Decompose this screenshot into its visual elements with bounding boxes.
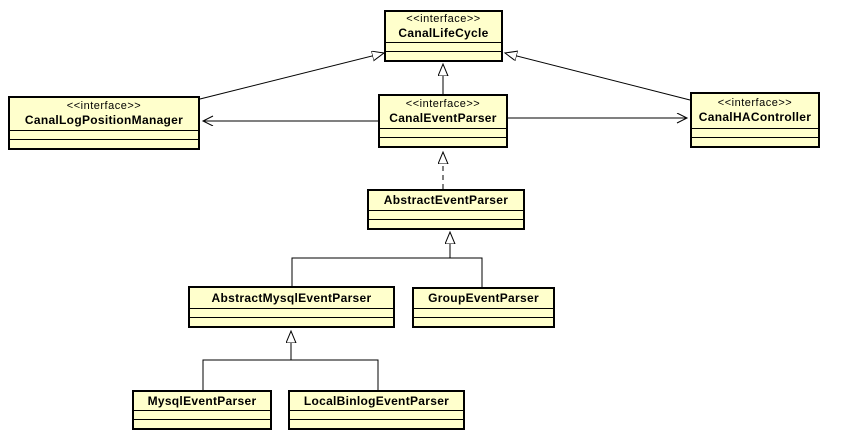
attributes-compartment [190, 308, 393, 317]
attributes-compartment [386, 42, 501, 51]
edge-tree-subclasses-of-abstracteventparser [291, 257, 483, 287]
class-header: <<interface>> CanalHAController [692, 94, 818, 128]
class-header: LocalBinlogEventParser [290, 392, 463, 410]
class-name: CanalLogPositionManager [24, 113, 184, 128]
edge-canalhacontroller-extends-canallifecycle [505, 53, 691, 101]
edge-canallogpositionmanager-extends-canallifecycle [199, 53, 384, 100]
class-header: MysqlEventParser [134, 392, 270, 410]
class-header: <<interface>> CanalLogPositionManager [10, 98, 198, 130]
methods-compartment [10, 139, 198, 148]
attributes-compartment [134, 410, 270, 419]
class-box-abstractmysqleventparser: AbstractMysqlEventParser [188, 286, 395, 328]
class-header: AbstractMysqlEventParser [190, 288, 393, 308]
attributes-compartment [692, 128, 818, 137]
class-name: CanalLifeCycle [398, 26, 489, 41]
methods-compartment [190, 317, 393, 326]
class-name: LocalBinlogEventParser [303, 393, 450, 408]
stereotype-label: <<interface>> [406, 13, 481, 26]
stereotype-label: <<interface>> [717, 97, 793, 110]
class-header: <<interface>> CanalEventParser [380, 96, 506, 128]
class-box-canaleventparser: <<interface>> CanalEventParser [378, 94, 508, 148]
class-name: CanalEventParser [389, 111, 497, 126]
stereotype-label: <<interface>> [66, 100, 142, 113]
attributes-compartment [414, 308, 553, 317]
class-box-localbinlogeventparser: LocalBinlogEventParser [288, 390, 465, 430]
methods-compartment [134, 419, 270, 428]
class-header: AbstractEventParser [369, 191, 523, 210]
class-box-abstracteventparser: AbstractEventParser [367, 189, 525, 230]
methods-compartment [386, 51, 501, 60]
attributes-compartment [10, 130, 198, 139]
class-box-mysqleventparser: MysqlEventParser [132, 390, 272, 430]
methods-compartment [369, 219, 523, 228]
methods-compartment [692, 137, 818, 146]
class-name: MysqlEventParser [147, 393, 257, 408]
stereotype-label: <<interface>> [405, 98, 481, 111]
class-name: GroupEventParser [428, 291, 539, 306]
class-header: <<interface>> CanalLifeCycle [386, 12, 501, 42]
class-name: AbstractMysqlEventParser [211, 290, 372, 305]
class-header: GroupEventParser [414, 289, 553, 308]
class-name: AbstractEventParser [383, 193, 509, 208]
attributes-compartment [290, 410, 463, 419]
class-box-canallifecycle: <<interface>> CanalLifeCycle [384, 10, 503, 62]
attributes-compartment [369, 210, 523, 219]
methods-compartment [380, 137, 506, 146]
methods-compartment [414, 317, 553, 326]
class-box-groupeventparser: GroupEventParser [412, 287, 555, 328]
class-box-canallogpositionmanager: <<interface>> CanalLogPositionManager [8, 96, 200, 150]
class-box-canalhacontroller: <<interface>> CanalHAController [690, 92, 820, 148]
edge-tree-subclasses-of-abstractmysqleventparser [202, 359, 379, 390]
class-name: CanalHAController [698, 110, 812, 125]
attributes-compartment [380, 128, 506, 137]
methods-compartment [290, 419, 463, 428]
